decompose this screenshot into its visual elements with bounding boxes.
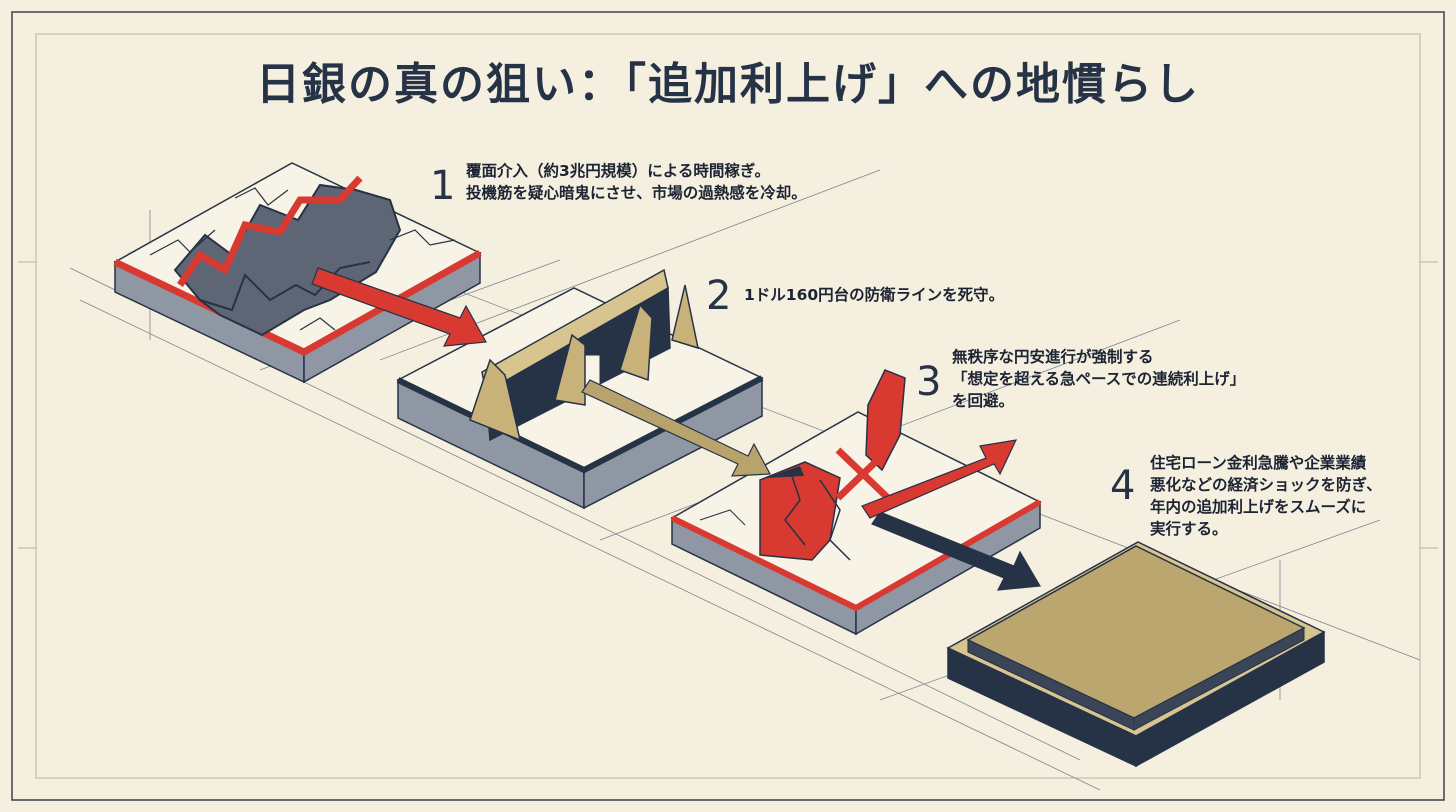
step-2-number: 2 (706, 273, 732, 319)
arrow-red-up (861, 439, 1018, 519)
arrow-gold-2 (581, 379, 771, 477)
inner-frame (35, 33, 1421, 779)
page-title: 日銀の真の狙い：「追加利上げ」への地慣らし (256, 59, 1200, 110)
step-2-text: 1ドル160円台の防衛ラインを死守。 (744, 286, 1005, 304)
step-1-number: 1 (430, 163, 456, 209)
slab-1-cracked-terrain (113, 162, 482, 384)
step-3-number: 3 (916, 359, 942, 405)
arrow-navy-3 (871, 511, 1041, 591)
arrow-navy-small (766, 466, 804, 478)
arrow-red-1 (311, 267, 487, 347)
outer-frame (11, 11, 1445, 801)
slab-3-broken-wall (670, 369, 1042, 636)
cross-mark (835, 447, 891, 501)
step-3-text: 無秩序な円安進行が強制する 「想定を超える急ペースでの連続利上げ」 を回避。 (952, 348, 1246, 410)
slab-4-gold-platform (946, 541, 1326, 768)
flow-arrows (311, 267, 1041, 591)
step-4-number: 4 (1110, 463, 1136, 509)
step-4-text: 住宅ローン金利急騰や企業業績 悪化などの経済ショックを防ぎ、 年内の追加利上げを… (1150, 454, 1382, 538)
step-1-text: 覆面介入（約3兆円規模）による時間稼ぎ。 投機筋を疑心暗鬼にさせ、市場の過熱感を… (466, 162, 807, 202)
